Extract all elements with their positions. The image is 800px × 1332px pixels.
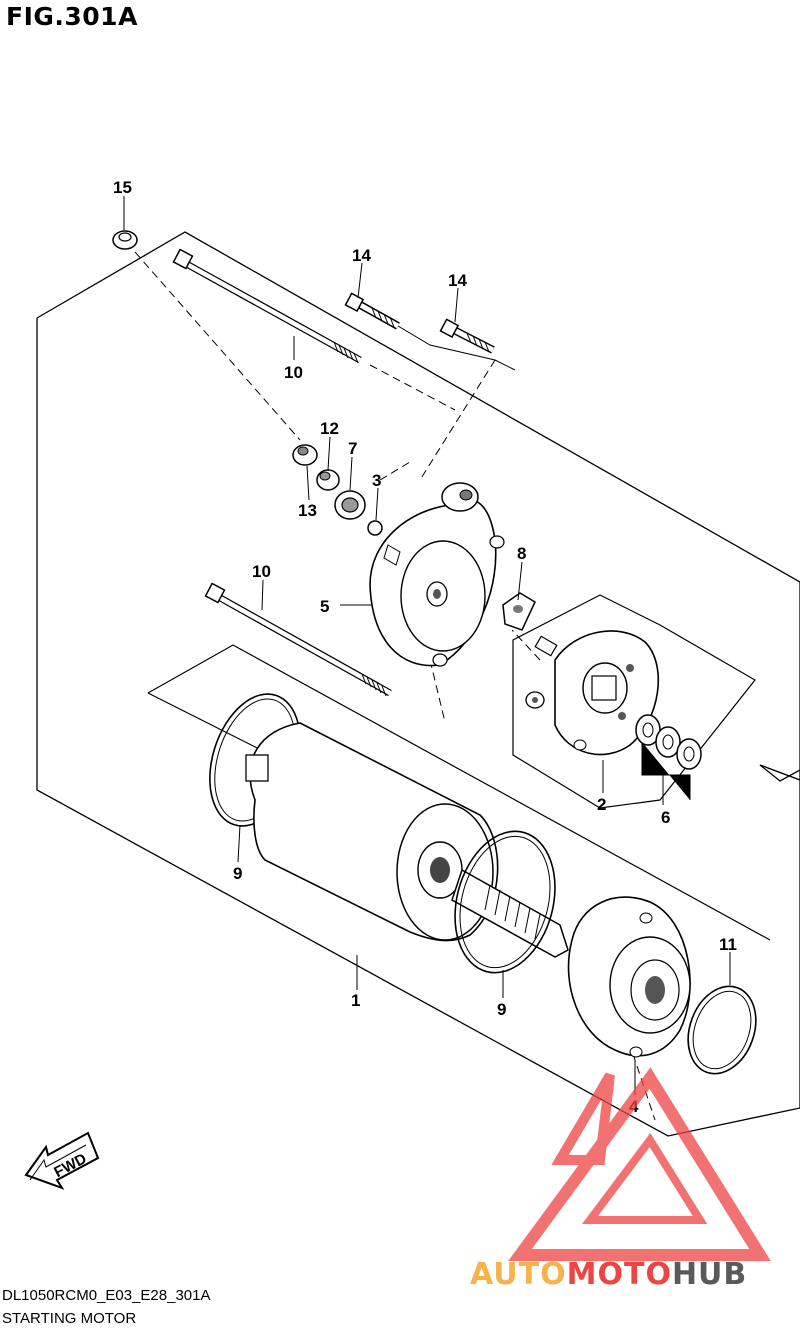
motor-yoke-1 [245, 722, 569, 958]
washer-7 [334, 490, 366, 520]
bolt-14-left [344, 292, 400, 330]
brush-holder-2 [525, 630, 660, 756]
nut-13 [292, 444, 318, 466]
callout-10-top: 10 [284, 363, 303, 382]
callout-10-lower: 10 [252, 562, 271, 581]
bushing-12 [316, 469, 340, 491]
bolt-14-right [439, 318, 495, 354]
brush-plate-boundary [512, 594, 756, 809]
front-cover-4 [567, 896, 691, 1058]
callout-11: 11 [719, 935, 737, 954]
callout-1: 1 [351, 991, 360, 1010]
fwd-arrow-icon: FWD [24, 1131, 100, 1190]
washers-6 [635, 714, 702, 770]
terminal-clip-8 [502, 592, 536, 631]
flange-nut-15 [112, 230, 138, 250]
figure-name: STARTING MOTOR [2, 1310, 137, 1327]
watermark-logo [508, 1067, 771, 1261]
figure-title: FIG.301A [6, 2, 138, 31]
callout-8: 8 [517, 544, 526, 563]
callout-2: 2 [597, 795, 606, 814]
through-bolt-10-top [172, 248, 362, 364]
callout-9-right: 9 [497, 1000, 506, 1019]
callout-7: 7 [348, 439, 357, 458]
rear-cover-5 [369, 482, 505, 667]
assembly-boundary [36, 231, 800, 1137]
callout-5: 5 [320, 597, 329, 616]
armature-boundary [147, 644, 771, 941]
callout-13: 13 [298, 501, 317, 520]
callout-14-left: 14 [352, 246, 371, 265]
o-ring-3 [367, 520, 383, 536]
callout-6: 6 [661, 808, 670, 827]
callout-9-left: 9 [233, 864, 242, 883]
o-ring-9-right [454, 830, 556, 974]
callout-15: 15 [113, 178, 132, 197]
figure-code: DL1050RCM0_E03_E28_301A [2, 1287, 211, 1304]
watermark-text: AUTOMOTOHUB [470, 1257, 747, 1292]
through-bolt-10-lower [204, 582, 392, 697]
callout-12: 12 [320, 419, 339, 438]
o-ring-11 [687, 985, 757, 1075]
leader-lines [123, 196, 731, 1095]
callout-3: 3 [372, 471, 381, 490]
callout-14-right: 14 [448, 271, 467, 290]
